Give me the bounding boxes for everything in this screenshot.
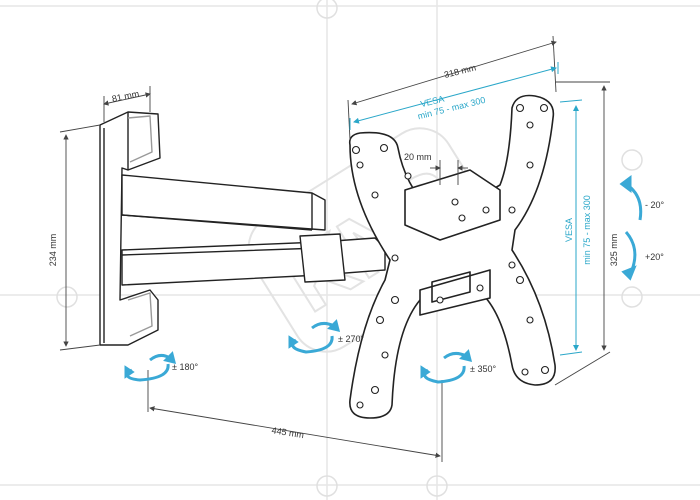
dim-plate-height-label: 325 mm bbox=[609, 234, 619, 267]
rotation-arrow-arm bbox=[288, 319, 341, 354]
wall-bracket bbox=[99, 111, 161, 346]
dim-slot-label: 20 mm bbox=[404, 152, 432, 162]
vesa-v-range: min 75 - max 300 bbox=[582, 195, 592, 265]
dim-extension-label: 445 mm bbox=[271, 425, 305, 440]
swing-arms bbox=[121, 174, 386, 286]
rotation-arm-label: ± 270° bbox=[338, 334, 364, 344]
dim-depth-label: 81 mm bbox=[111, 88, 140, 104]
vesa-plate bbox=[348, 94, 556, 419]
tilt-arrow-down bbox=[621, 231, 637, 281]
rotation-plate-label: ± 350° bbox=[470, 364, 496, 374]
rotation-arrow-wall bbox=[124, 351, 177, 382]
rotation-arrow-plate bbox=[420, 349, 473, 384]
tilt-arrow-up bbox=[619, 175, 643, 221]
rotation-wall-label: ± 180° bbox=[172, 362, 198, 372]
tilt-up-label: - 20° bbox=[645, 200, 665, 210]
dim-plate-width-label: 318 mm bbox=[443, 62, 477, 80]
vesa-v-label: VESA bbox=[564, 218, 574, 242]
tilt-down-label: +20° bbox=[645, 252, 664, 262]
dim-height-label: 234 mm bbox=[48, 234, 58, 267]
vesa-lines bbox=[349, 62, 583, 356]
